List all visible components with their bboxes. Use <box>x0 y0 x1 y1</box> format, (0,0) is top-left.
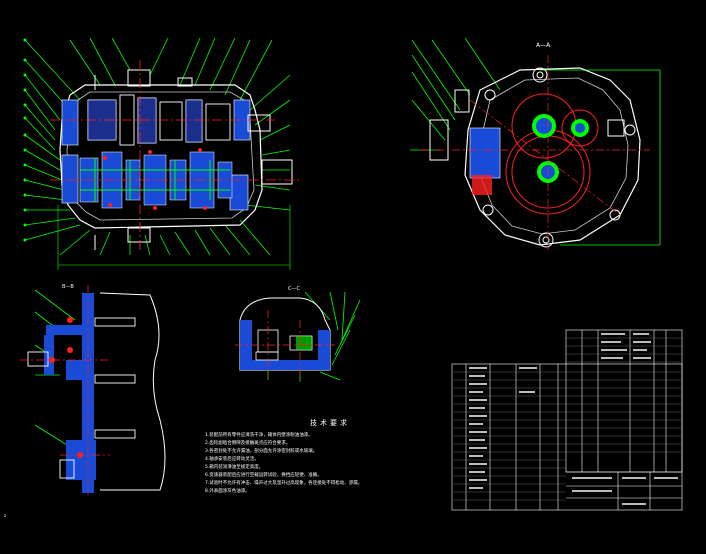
main-section-view <box>23 37 300 270</box>
note-line: 8.外表面涂灰色油漆。 <box>205 489 250 494</box>
section-bb-label: B—B <box>62 284 74 290</box>
parts-list-table <box>451 329 683 511</box>
notes-list: 1.装配前所有零件应清洗干净，箱体内壁涂耐油油漆。 2.齿轮副啮合侧隙及接触斑点应… <box>205 432 435 496</box>
note-line: 3.各密封处不允许漏油，剖分面允许涂密封胶或水玻璃。 <box>205 449 318 454</box>
end-view-aa: A—A <box>410 37 661 250</box>
note-line: 5.箱内装润滑油至规定高度。 <box>205 465 264 470</box>
section-aa-label: A—A <box>536 42 551 49</box>
parts-list-rows <box>452 337 682 501</box>
parts-list-text-blobs <box>469 333 678 505</box>
section-cc-label: C—C <box>288 286 300 292</box>
note-line: 7.试验时不允许有冲击、噪声过大及温升过高现象，各连接处不得松动、渗漏。 <box>205 481 363 486</box>
notes-title: 技术要求 <box>310 419 350 427</box>
section-bb-view: B—B <box>20 284 166 495</box>
technical-notes: 技术要求 1.装配前所有零件应清洗干净，箱体内壁涂耐油油漆。 2.齿轮副啮合侧隙及… <box>205 418 435 496</box>
corner-text: z <box>4 513 6 518</box>
note-line: 4.轴承安装后应转动灵活。 <box>205 457 259 462</box>
note-line: 1.装配前所有零件应清洗干净，箱体内壁涂耐油油漆。 <box>205 433 313 438</box>
section-cc-view: C—C <box>235 286 361 382</box>
note-line: 6.变速器装配后应进行空载运转试验，换挡应轻便、准确。 <box>205 473 322 478</box>
note-line: 2.齿轮副啮合侧隙及接触斑点应符合要求。 <box>205 441 291 446</box>
